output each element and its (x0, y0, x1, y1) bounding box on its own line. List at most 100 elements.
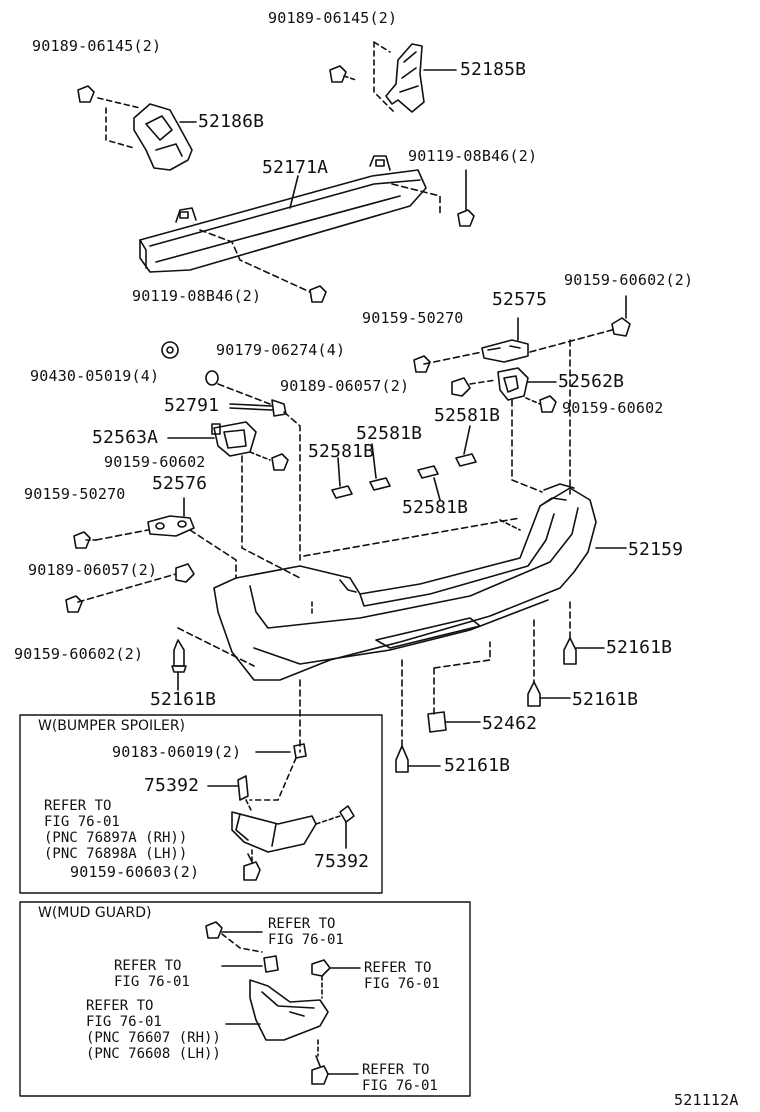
spoiler-refer-note: REFER TO FIG 76-01 (PNC 76897A (RH)) (PN… (44, 798, 187, 862)
bracket-52563a-shape (211, 421, 257, 457)
mudguard-refer-e-line-2: FIG 76-01 (362, 1078, 438, 1094)
label-90189-06057-right: 90189-06057(2) (280, 377, 410, 395)
clip-52161b-left (171, 639, 187, 673)
bolt-52791-shape (229, 399, 287, 417)
label-52562b: 52562B (558, 371, 625, 392)
mudguard-nut-shape (311, 959, 331, 977)
label-52462: 52462 (482, 713, 538, 734)
bracket-52576-shape (147, 515, 195, 537)
label-52581b-2: 52581B (356, 423, 423, 444)
bolt-90159-60602-2-left (65, 595, 83, 613)
mudguard-screw-top-shape (205, 921, 263, 939)
pads-52581b-shapes (331, 453, 477, 499)
reinforcement-52171a-shape (139, 155, 427, 273)
mudguard-refer-b: REFER TO FIG 76-01 (114, 958, 190, 990)
spoiler-refer-line-4: (PNC 76898A (LH)) (44, 846, 188, 862)
bolt-90189-06145-top (329, 65, 357, 83)
label-75392-a: 75392 (144, 775, 200, 796)
bracket-52185b-shape (385, 43, 425, 113)
label-90183-06019: 90183-06019(2) (112, 743, 242, 761)
clip-52161b-right2 (527, 681, 541, 707)
mudguard-refer-d-line-1: REFER TO (86, 998, 154, 1014)
label-90159-60602-2-right: 90159-60602(2) (564, 271, 694, 289)
bolt-90159-60602-right (539, 395, 557, 413)
label-90159-50270-left: 90159-50270 (24, 485, 126, 503)
bolt-90159-50270-right (413, 355, 431, 373)
mudguard-box-frame (19, 901, 471, 1097)
label-90159-60603: 90159-60603(2) (70, 863, 200, 881)
mudguard-refer-c-line-1: REFER TO (364, 960, 432, 976)
washer-90430-05019-shape (205, 370, 219, 386)
label-90179-06274: 90179-06274(4) (216, 341, 346, 359)
bolt-90159-60602-2-right (611, 317, 631, 337)
label-52563a: 52563A (92, 427, 159, 448)
label-90159-50270-right: 90159-50270 (362, 309, 464, 327)
label-90189-06057-left: 90189-06057(2) (28, 561, 158, 579)
label-52161b-left: 52161B (150, 689, 217, 710)
mudguard-refer-d: REFER TO FIG 76-01 (PNC 76607 (RH)) (PNC… (86, 998, 221, 1062)
label-52171a: 52171A (262, 157, 329, 178)
mudguard-refer-d-line-3: (PNC 76607 (RH)) (86, 1030, 221, 1046)
mudguard-refer-a-line-2: FIG 76-01 (268, 932, 344, 948)
spoiler-shape (231, 811, 317, 853)
bolt-90119-08b46-top (457, 209, 475, 227)
bracket-52575-shape (481, 339, 529, 363)
mudguard-refer-c: REFER TO FIG 76-01 (364, 960, 440, 992)
bracket-52186b-shape (133, 103, 193, 171)
label-52161b-right2: 52161B (572, 689, 639, 710)
mudguard-refer-d-line-2: FIG 76-01 (86, 1014, 162, 1030)
label-52581b-1: 52581B (434, 405, 501, 426)
nut-90179-06274-shape (161, 341, 179, 359)
label-90159-60602-2-left: 90159-60602(2) (14, 645, 144, 663)
label-90430-05019: 90430-05019(4) (30, 367, 160, 385)
label-90159-60602-left: 90159-60602 (104, 453, 206, 471)
mudguard-screw-bottom-shape (311, 1055, 329, 1085)
bumper-cover-52159-shape (213, 483, 597, 681)
mudguard-box-title: W(MUD GUARD) (38, 905, 152, 921)
drawing-number: 521112A (674, 1091, 739, 1109)
spoiler-box-frame (19, 714, 383, 894)
bolt-90189-06145-left (77, 85, 95, 103)
mudguard-clip-shape (263, 955, 279, 973)
label-52159: 52159 (628, 539, 684, 560)
label-75392-b: 75392 (314, 851, 370, 872)
mudguard-refer-a-line-1: REFER TO (268, 916, 336, 932)
bolt-90119-08b46-bottom (309, 285, 327, 303)
label-52185b: 52185B (460, 59, 527, 80)
mudguard-refer-e: REFER TO FIG 76-01 (362, 1062, 438, 1094)
spoiler-refer-line-3: (PNC 76897A (RH)) (44, 830, 188, 846)
bolt-90159-50270-left (73, 531, 91, 549)
bracket-52562b-shape (497, 367, 529, 401)
label-52575: 52575 (492, 289, 548, 310)
bolt-90159-60602-left (271, 453, 289, 471)
label-52581b-3: 52581B (308, 441, 375, 462)
label-52186b: 52186B (198, 111, 265, 132)
label-90189-06145-top: 90189-06145(2) (268, 9, 398, 27)
label-52161b-center: 52161B (444, 755, 511, 776)
mudguard-refer-a: REFER TO FIG 76-01 (268, 916, 344, 948)
spoiler-box-title: W(BUMPER SPOILER) (38, 718, 186, 734)
label-90189-06145-left: 90189-06145(2) (32, 37, 162, 55)
clip-90189-06057-left (175, 563, 195, 583)
clip-75392-a-shape (237, 775, 249, 801)
mudguard-refer-c-line-2: FIG 76-01 (364, 976, 440, 992)
mudguard-refer-e-line-1: REFER TO (362, 1062, 430, 1078)
label-90119-08b46-top: 90119-08B46(2) (408, 147, 538, 165)
mudguard-refer-d-line-4: (PNC 76608 (LH)) (86, 1046, 221, 1062)
clip-52161b-center (395, 745, 409, 773)
label-90119-08b46-bottom: 90119-08B46(2) (132, 287, 262, 305)
mudguard-shape (249, 979, 329, 1041)
label-90159-60602-right: 90159-60602 (562, 399, 664, 417)
label-52576: 52576 (152, 473, 208, 494)
mudguard-refer-b-line-2: FIG 76-01 (114, 974, 190, 990)
label-52581b-4: 52581B (402, 497, 469, 518)
spoiler-refer-line-2: FIG 76-01 (44, 814, 120, 830)
label-52791: 52791 (164, 395, 220, 416)
clip-90189-06057-right (451, 377, 471, 397)
pad-52462-shape (427, 711, 447, 733)
clip-52161b-right1 (563, 637, 577, 665)
clip-75392-b-shape (339, 805, 355, 823)
nut-90183-06019-shape (293, 743, 307, 759)
